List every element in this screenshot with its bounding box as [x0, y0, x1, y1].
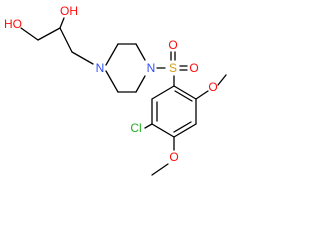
bond-c2-c3: [59, 27, 73, 53]
bond-ring-3: [173, 123, 197, 138]
bond-ring-4: [151, 123, 175, 138]
hydroxyl-label-left: HO: [4, 17, 22, 31]
sulfonyl-sulfur: S: [169, 61, 177, 75]
bond-ho-c1: [20, 27, 39, 41]
bond-pip-6: [105, 70, 119, 93]
bond-ring-1: [173, 85, 197, 100]
molecule-structure: HO OH N N S O O O O Cl: [4, 4, 227, 176]
bond-ring-inner-1: [174, 90, 193, 102]
bond-c1-c2: [37, 27, 61, 41]
bond-o-ch3-lower: [151, 163, 169, 176]
piperazine-nitrogen-left: N: [96, 61, 105, 75]
bond-c3-n: [71, 51, 94, 65]
bond-ring-6: [151, 85, 175, 100]
sulfonyl-oxygen-top: O: [168, 38, 177, 52]
methoxy-oxygen-upper: O: [208, 80, 217, 94]
methoxy-oxygen-lower: O: [169, 150, 178, 164]
bond-ring-o-upper: [195, 90, 209, 100]
sulfonyl-oxygen-right: O: [189, 61, 198, 75]
bond-ring-cl: [144, 123, 153, 129]
piperazine-nitrogen-right: N: [147, 61, 156, 75]
hydroxyl-label-top: OH: [60, 4, 78, 18]
bond-pip-4: [135, 75, 146, 93]
bond-ring-inner-2: [173, 121, 192, 133]
bond-c2-oh: [59, 17, 65, 29]
bond-pip-1: [105, 43, 119, 66]
bond-pip-3: [135, 43, 146, 61]
atom-labels: HO OH N N S O O O O Cl: [4, 4, 218, 164]
structure-canvas: HO OH N N S O O O O Cl: [4, 4, 227, 176]
bonds: [20, 17, 227, 176]
chlorine-atom: Cl: [130, 121, 141, 135]
bond-o-ch3-upper: [217, 74, 227, 86]
